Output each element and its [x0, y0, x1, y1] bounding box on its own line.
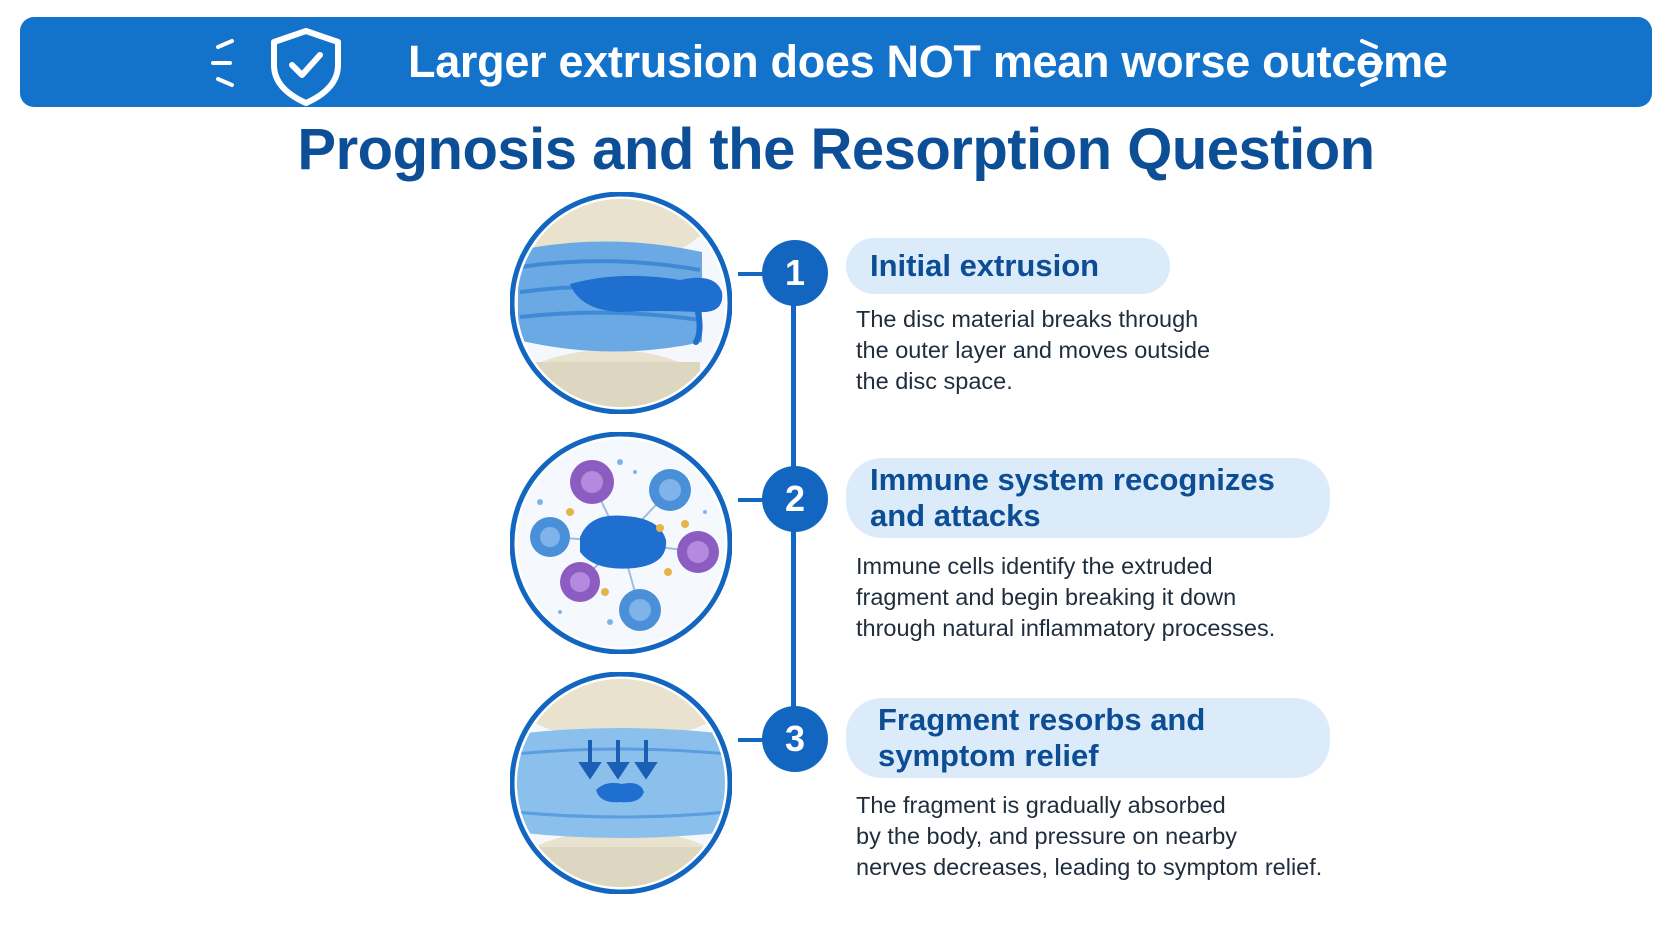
- step-2-title-pill: Immune system recognizes and attacks: [846, 458, 1330, 538]
- step-2-desc-line: through natural inflammatory processes.: [856, 615, 1276, 641]
- burst-right-icon: [1360, 39, 1383, 87]
- header-banner: Larger extrusion does NOT mean worse out…: [20, 17, 1652, 107]
- disc-resorption-illustration: [510, 672, 732, 894]
- step-3-desc-line: by the body, and pressure on nearby: [856, 823, 1238, 849]
- step-number-2: 2: [762, 466, 828, 532]
- disc-extrusion-illustration: [510, 192, 732, 414]
- step-3-title-line: Fragment resorbs and: [878, 702, 1206, 737]
- immune-cells-illustration: [510, 432, 732, 654]
- banner-message: Larger extrusion does NOT mean worse out…: [408, 36, 1448, 87]
- step-1-title-pill: Initial extrusion: [846, 238, 1170, 294]
- connector-1: [738, 272, 764, 276]
- step-2-desc-line: Immune cells identify the extruded: [856, 553, 1213, 579]
- step-2-title-line: Immune system recognizes: [870, 462, 1275, 497]
- connector-2: [738, 498, 764, 502]
- step-1-title: Initial extrusion: [870, 248, 1099, 284]
- step-2-description: Immune cells identify the extruded fragm…: [856, 551, 1275, 644]
- burst-left-icon: [211, 39, 234, 87]
- step-1-desc-line: the disc space.: [856, 368, 1013, 394]
- step-3-desc-line: nerves decreases, leading to symptom rel…: [856, 854, 1323, 880]
- banner-decoration: [211, 28, 1383, 106]
- step-1-desc-line: the outer layer and moves outside: [856, 337, 1211, 363]
- step-1-desc-line: The disc material breaks through: [856, 306, 1199, 332]
- page-title: Prognosis and the Resorption Question: [297, 117, 1375, 182]
- step-1-description: The disc material breaks through the out…: [856, 304, 1210, 397]
- step-number-1: 1: [762, 240, 828, 306]
- step-3-title: Fragment resorbs and symptom relief: [870, 702, 1205, 774]
- step-3-description: The fragment is gradually absorbed by th…: [856, 790, 1322, 883]
- step-3-desc-line: The fragment is gradually absorbed: [856, 792, 1226, 818]
- step-2-title-line: and attacks: [870, 498, 1041, 533]
- step-2-title: Immune system recognizes and attacks: [870, 462, 1275, 534]
- connector-3: [738, 738, 764, 742]
- step-3-title-pill: Fragment resorbs and symptom relief: [846, 698, 1330, 778]
- step-number-3: 3: [762, 706, 828, 772]
- shield-check-icon: [271, 28, 341, 106]
- step-3-title-line: symptom relief: [878, 738, 1099, 773]
- step-2-desc-line: fragment and begin breaking it down: [856, 584, 1237, 610]
- step-1-title-line: Initial extrusion: [870, 248, 1100, 283]
